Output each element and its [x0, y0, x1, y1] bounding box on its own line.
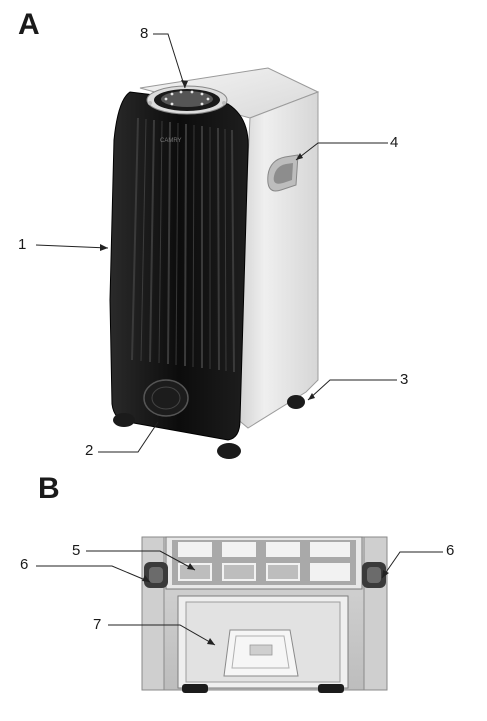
- callout-4: 4: [390, 134, 399, 151]
- section-label-a: A: [18, 8, 40, 41]
- leader-6-left: [36, 565, 151, 583]
- callout-6-left: 6: [20, 556, 29, 573]
- callout-5: 5: [72, 542, 81, 559]
- leader-1: [35, 244, 109, 249]
- air-louvers: [131, 117, 235, 373]
- callout-3: 3: [400, 371, 409, 388]
- leader-8: [153, 33, 186, 89]
- leader-4: [295, 142, 388, 161]
- front-grille: [143, 379, 189, 417]
- cooler-rear-view: [141, 536, 388, 693]
- leader-6-right: [381, 551, 443, 579]
- callout-8: 8: [140, 25, 149, 42]
- cooling-filter: [165, 536, 363, 590]
- rear-wheels: [182, 684, 344, 693]
- caster-wheels: [113, 395, 305, 459]
- control-panel: [146, 85, 228, 115]
- cooler-front-view: CAMRY: [109, 67, 320, 459]
- leader-7: [108, 624, 216, 646]
- water-tank: [177, 595, 349, 689]
- side-handle-recess: [273, 163, 293, 184]
- callout-1: 1: [18, 236, 27, 253]
- callout-6-right: 6: [446, 542, 455, 559]
- leader-3: [307, 379, 397, 401]
- brand-label: CAMRY: [160, 138, 182, 144]
- callout-lines-b: [36, 550, 443, 646]
- leader-5: [86, 550, 196, 571]
- callout-lines-a: [35, 33, 397, 453]
- callout-7: 7: [93, 616, 102, 633]
- filter-clip-right: [362, 562, 386, 588]
- filter-clip-left: [144, 562, 168, 588]
- section-label-b: B: [38, 472, 60, 505]
- callout-2: 2: [85, 442, 94, 459]
- leader-2: [98, 421, 159, 453]
